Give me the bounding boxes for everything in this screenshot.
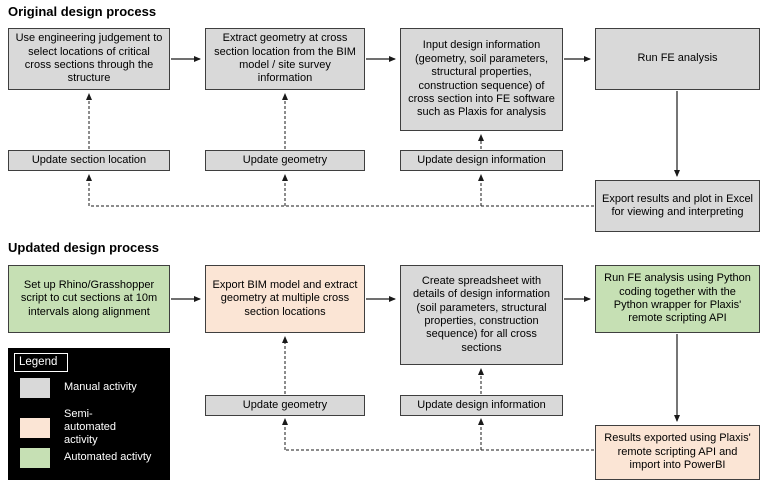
updated-update-design-info-box: Update design information — [400, 395, 563, 416]
automated-activity-swatch — [20, 448, 50, 468]
manual-activity-swatch — [20, 378, 50, 398]
original-step-run-fe-analysis-box: Run FE analysis — [595, 28, 760, 90]
legend-item-label: Automated activty — [64, 451, 152, 464]
legend-item-automated: Automated activty — [20, 448, 151, 468]
original-update-design-info-box: Update design information — [400, 150, 563, 171]
legend-item-manual: Manual activity — [20, 378, 137, 398]
semi-automated-activity-swatch — [20, 417, 50, 438]
original-update-section-location-box: Update section location — [8, 150, 170, 171]
legend-title: Legend — [14, 353, 69, 372]
updated-update-geometry-box: Update geometry — [205, 395, 365, 416]
updated-step-create-spreadsheet-box: Create spreadsheet with details of desig… — [400, 265, 563, 365]
legend-item-semi-automated: Semi-automated activity — [20, 408, 144, 448]
updated-step-rhino-script-box: Set up Rhino/Grasshopper script to cut s… — [8, 265, 170, 333]
original-step-extract-geometry-box: Extract geometry at cross section locati… — [205, 28, 365, 90]
legend-panel: Legend Manual activity Semi-automated ac… — [8, 348, 170, 480]
legend-item-label: Manual activity — [64, 381, 137, 394]
original-step-select-sections-box: Use engineering judgement to select loca… — [8, 28, 170, 90]
updated-step-export-bim-box: Export BIM model and extract geometry at… — [205, 265, 365, 333]
updated-process-heading: Updated design process — [8, 240, 159, 255]
original-export-results-box: Export results and plot in Excel for vie… — [595, 180, 760, 232]
original-step-input-design-info-box: Input design information (geometry, soil… — [400, 28, 563, 131]
legend-item-label: Semi-automated activity — [64, 408, 116, 447]
original-process-heading: Original design process — [8, 4, 157, 19]
updated-results-export-box: Results exported using Plaxis' remote sc… — [595, 425, 760, 480]
original-update-geometry-box: Update geometry — [205, 150, 365, 171]
updated-step-run-fe-python-box: Run FE analysis using Python coding toge… — [595, 265, 760, 333]
